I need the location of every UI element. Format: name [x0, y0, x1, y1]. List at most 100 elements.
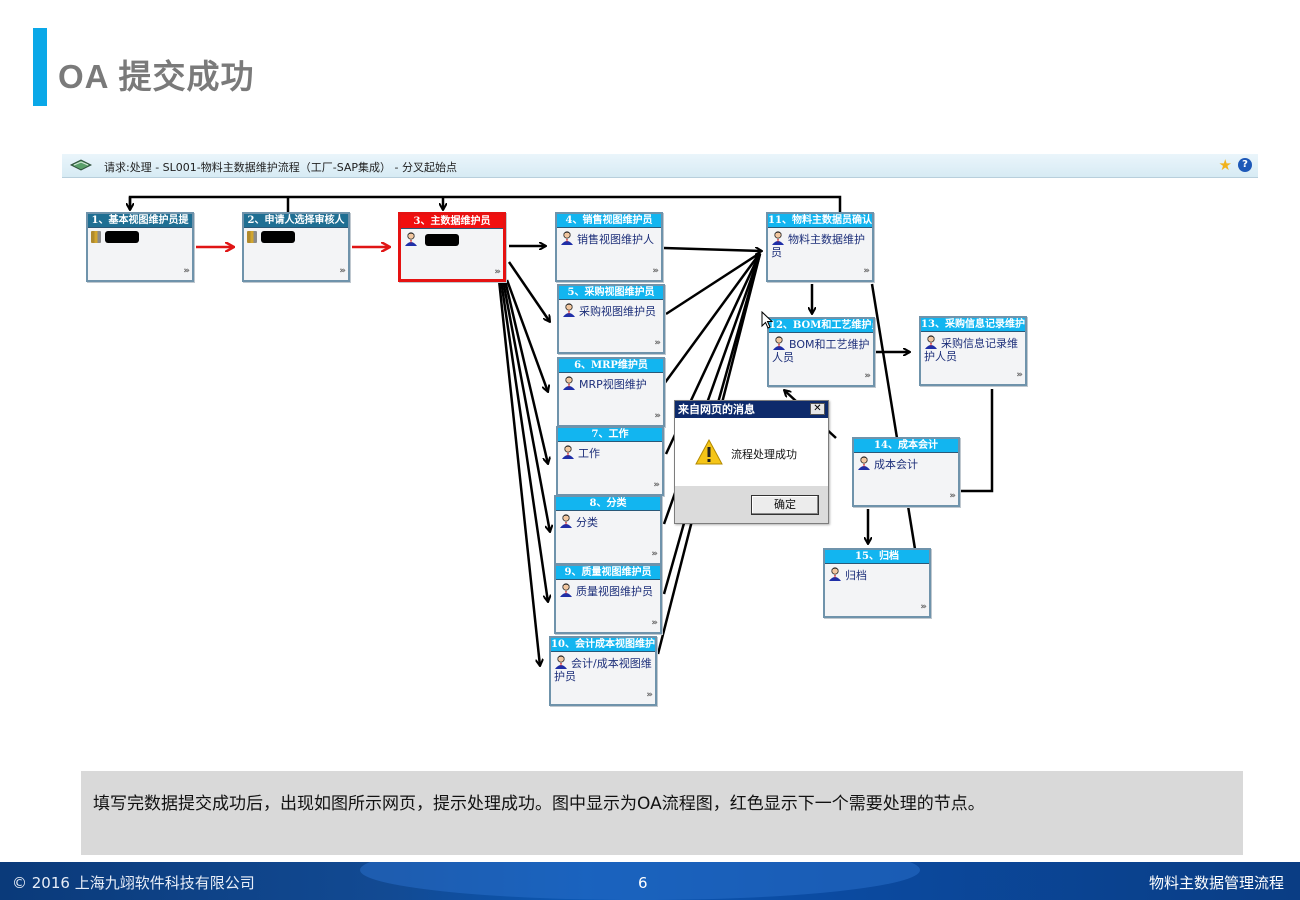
connector-4-to-11 — [663, 246, 762, 251]
node-header: 1、基本视图维护员提 — [88, 214, 192, 228]
person-icon — [772, 231, 784, 245]
person-icon — [562, 445, 574, 459]
node-assignee: 采购视图维护员 — [579, 305, 656, 318]
node-assignee: 分类 — [576, 516, 598, 529]
package-icon — [91, 231, 101, 243]
workflow-node-3-current[interactable]: 3、主数据维护员 ››› — [398, 212, 506, 282]
caption-box: 填写完数据提交成功后，出现如图所示网页，提示处理成功。图中显示为OA流程图，红色… — [81, 771, 1243, 855]
request-title: 请求:处理 - SL001-物料主数据维护流程（工厂-SAP集成） - 分叉起始… — [104, 161, 458, 174]
node-header: 10、会计成本视图维护 — [551, 638, 655, 652]
expand-more-icon[interactable]: ››› — [863, 266, 870, 276]
close-icon[interactable]: ✕ — [810, 403, 825, 415]
workflow-node-5[interactable]: 5、采购视图维护员 采购视图维护员 ››› — [557, 284, 665, 354]
browser-command-bar: 请求:处理 - SL001-物料主数据维护流程（工厂-SAP集成） - 分叉起始… — [62, 154, 1258, 178]
workflow-node-6[interactable]: 6、MRP维护员 MRP视图维护 ››› — [557, 357, 665, 427]
dialog-title: 来自网页的消息 — [678, 403, 755, 416]
workflow-node-11[interactable]: 11、物料主数据员确认 物料主数据维护员 ››› — [766, 212, 874, 282]
dialog-title-bar: 来自网页的消息 ✕ — [675, 401, 828, 418]
connector-3-to-9 — [499, 279, 548, 602]
alert-dialog: 来自网页的消息 ✕ 流程处理成功 确定 — [674, 400, 829, 524]
redacted-name — [105, 231, 139, 243]
title-accent-bar — [33, 28, 47, 106]
person-icon — [925, 335, 937, 349]
node-assignee: 会计/成本视图维护员 — [554, 657, 652, 683]
node-header: 11、物料主数据员确认 — [768, 214, 872, 228]
person-icon — [858, 456, 870, 470]
expand-more-icon[interactable]: ››› — [920, 602, 927, 612]
node-assignee: 归档 — [845, 569, 867, 582]
node-header: 5、采购视图维护员 — [559, 286, 663, 300]
expand-more-icon[interactable]: ››› — [646, 690, 653, 700]
expand-more-icon[interactable]: ››› — [339, 266, 346, 276]
node-assignee: 工作 — [578, 447, 600, 460]
connector-3-to-6 — [505, 279, 548, 392]
node-header: 3、主数据维护员 — [401, 215, 503, 229]
workflow-connectors — [62, 195, 994, 714]
connector-5-to-11 — [665, 251, 761, 316]
connector-6-to-11 — [662, 252, 762, 385]
node-header: 12、BOM和工艺维护员 — [769, 319, 873, 333]
expand-more-icon[interactable]: ››› — [949, 491, 956, 501]
node-assignee: 成本会计 — [874, 458, 918, 471]
redacted-name — [261, 231, 295, 243]
expand-more-icon[interactable]: ››› — [651, 549, 658, 559]
node-header: 6、MRP维护员 — [559, 359, 663, 373]
expand-more-icon[interactable]: ››› — [654, 411, 661, 421]
expand-more-icon[interactable]: ››› — [651, 618, 658, 628]
workflow-node-1[interactable]: 1、基本视图维护员提 ››› — [86, 212, 194, 282]
workflow-node-2[interactable]: 2、申请人选择审核人 ››› — [242, 212, 350, 282]
node-header: 8、分类 — [556, 497, 660, 511]
node-assignee: BOM和工艺维护人员 — [772, 338, 870, 364]
workflow-node-4[interactable]: 4、销售视图维护员 销售视图维护人 ››› — [555, 212, 663, 282]
connector-11-to-15 — [870, 283, 917, 550]
person-icon — [773, 336, 785, 350]
expand-more-icon[interactable]: ››› — [864, 371, 871, 381]
person-icon — [563, 376, 575, 390]
connector-3-to-7 — [503, 279, 548, 464]
node-header: 15、归档 — [825, 550, 929, 564]
workflow-node-10[interactable]: 10、会计成本视图维护 会计/成本视图维护员 ››› — [549, 636, 657, 706]
ok-button[interactable]: 确定 — [751, 495, 819, 515]
expand-more-icon[interactable]: ››› — [494, 267, 501, 277]
page-title: OA 提交成功 — [58, 58, 255, 95]
workflow-node-13[interactable]: 13、采购信息记录维护 采购信息记录维护人员››› — [919, 316, 1027, 386]
warning-icon — [695, 439, 723, 465]
node-header: 9、质量视图维护员 — [556, 566, 660, 580]
help-icon[interactable]: ? — [1238, 158, 1252, 172]
package-icon — [247, 231, 257, 243]
person-icon — [560, 514, 572, 528]
app-logo-icon — [70, 159, 92, 171]
slide-footer: © 2016 上海九翊软件科技有限公司 6 物料主数据管理流程 — [0, 862, 1300, 900]
star-icon[interactable]: ★ — [1218, 156, 1232, 174]
workflow-node-9[interactable]: 9、质量视图维护员 质量视图维护员 ››› — [554, 564, 662, 634]
dialog-footer: 确定 — [675, 486, 828, 523]
footer-doc-title: 物料主数据管理流程 — [1148, 874, 1284, 892]
person-icon — [560, 583, 572, 597]
connector-3-to-10 — [497, 279, 540, 666]
node-assignee: 质量视图维护员 — [576, 585, 653, 598]
oa-screenshot: 请求:处理 - SL001-物料主数据维护流程（工厂-SAP集成） - 分叉起始… — [62, 154, 1258, 714]
workflow-node-7[interactable]: 7、工作 工作 ››› — [556, 426, 664, 496]
node-assignee: MRP视图维护 — [579, 378, 647, 391]
connector-top-bus — [128, 195, 842, 212]
node-assignee: 销售视图维护人 — [577, 233, 654, 246]
redacted-name — [425, 234, 459, 246]
expand-more-icon[interactable]: ››› — [652, 266, 659, 276]
expand-more-icon[interactable]: ››› — [654, 338, 661, 348]
person-icon — [563, 303, 575, 317]
node-header: 7、工作 — [558, 428, 662, 442]
connector-3-to-5 — [507, 261, 550, 322]
expand-more-icon[interactable]: ››› — [183, 266, 190, 276]
expand-more-icon[interactable]: ››› — [1016, 370, 1023, 380]
workflow-node-14[interactable]: 14、成本会计 成本会计 ››› — [852, 437, 960, 507]
node-assignee: 物料主数据维护员 — [771, 233, 865, 259]
person-icon — [405, 232, 417, 246]
expand-more-icon[interactable]: ››› — [653, 480, 660, 490]
person-icon — [561, 231, 573, 245]
node-header: 4、销售视图维护员 — [557, 214, 661, 228]
footer-copyright: © 2016 上海九翊软件科技有限公司 — [12, 874, 255, 892]
workflow-node-8[interactable]: 8、分类 分类 ››› — [554, 495, 662, 565]
workflow-node-15[interactable]: 15、归档 归档 ››› — [823, 548, 931, 618]
workflow-node-12[interactable]: 12、BOM和工艺维护员 BOM和工艺维护人员 ››› — [767, 317, 875, 387]
node-header: 14、成本会计 — [854, 439, 958, 453]
